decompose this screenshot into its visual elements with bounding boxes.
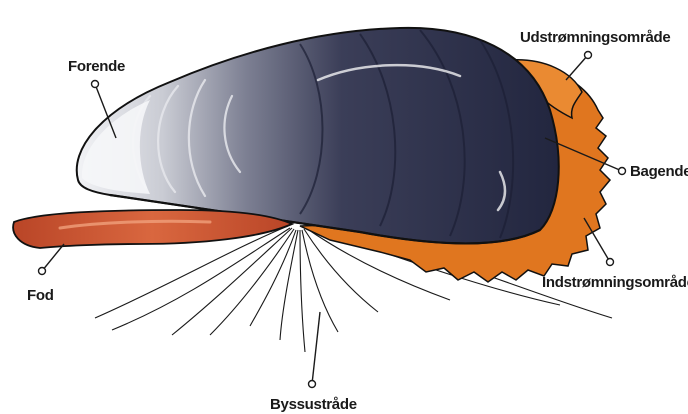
label-fod: Fod [27, 287, 54, 304]
label-forende: Forende [68, 58, 125, 75]
byssustrade-marker [309, 381, 316, 388]
label-udstromningsomrade: Udstrømningsområde [520, 29, 670, 46]
label-byssustrade: Byssustråde [270, 396, 357, 413]
label-indstromningsomrade: Indstrømningsområde [542, 274, 688, 291]
udstromningsomrade-marker [585, 52, 592, 59]
label-bagende: Bagende [630, 163, 688, 180]
indstromningsomrade-marker [607, 259, 614, 266]
foot [13, 210, 292, 248]
fod-marker [39, 268, 46, 275]
bagende-marker [619, 168, 626, 175]
forende-marker [92, 81, 99, 88]
